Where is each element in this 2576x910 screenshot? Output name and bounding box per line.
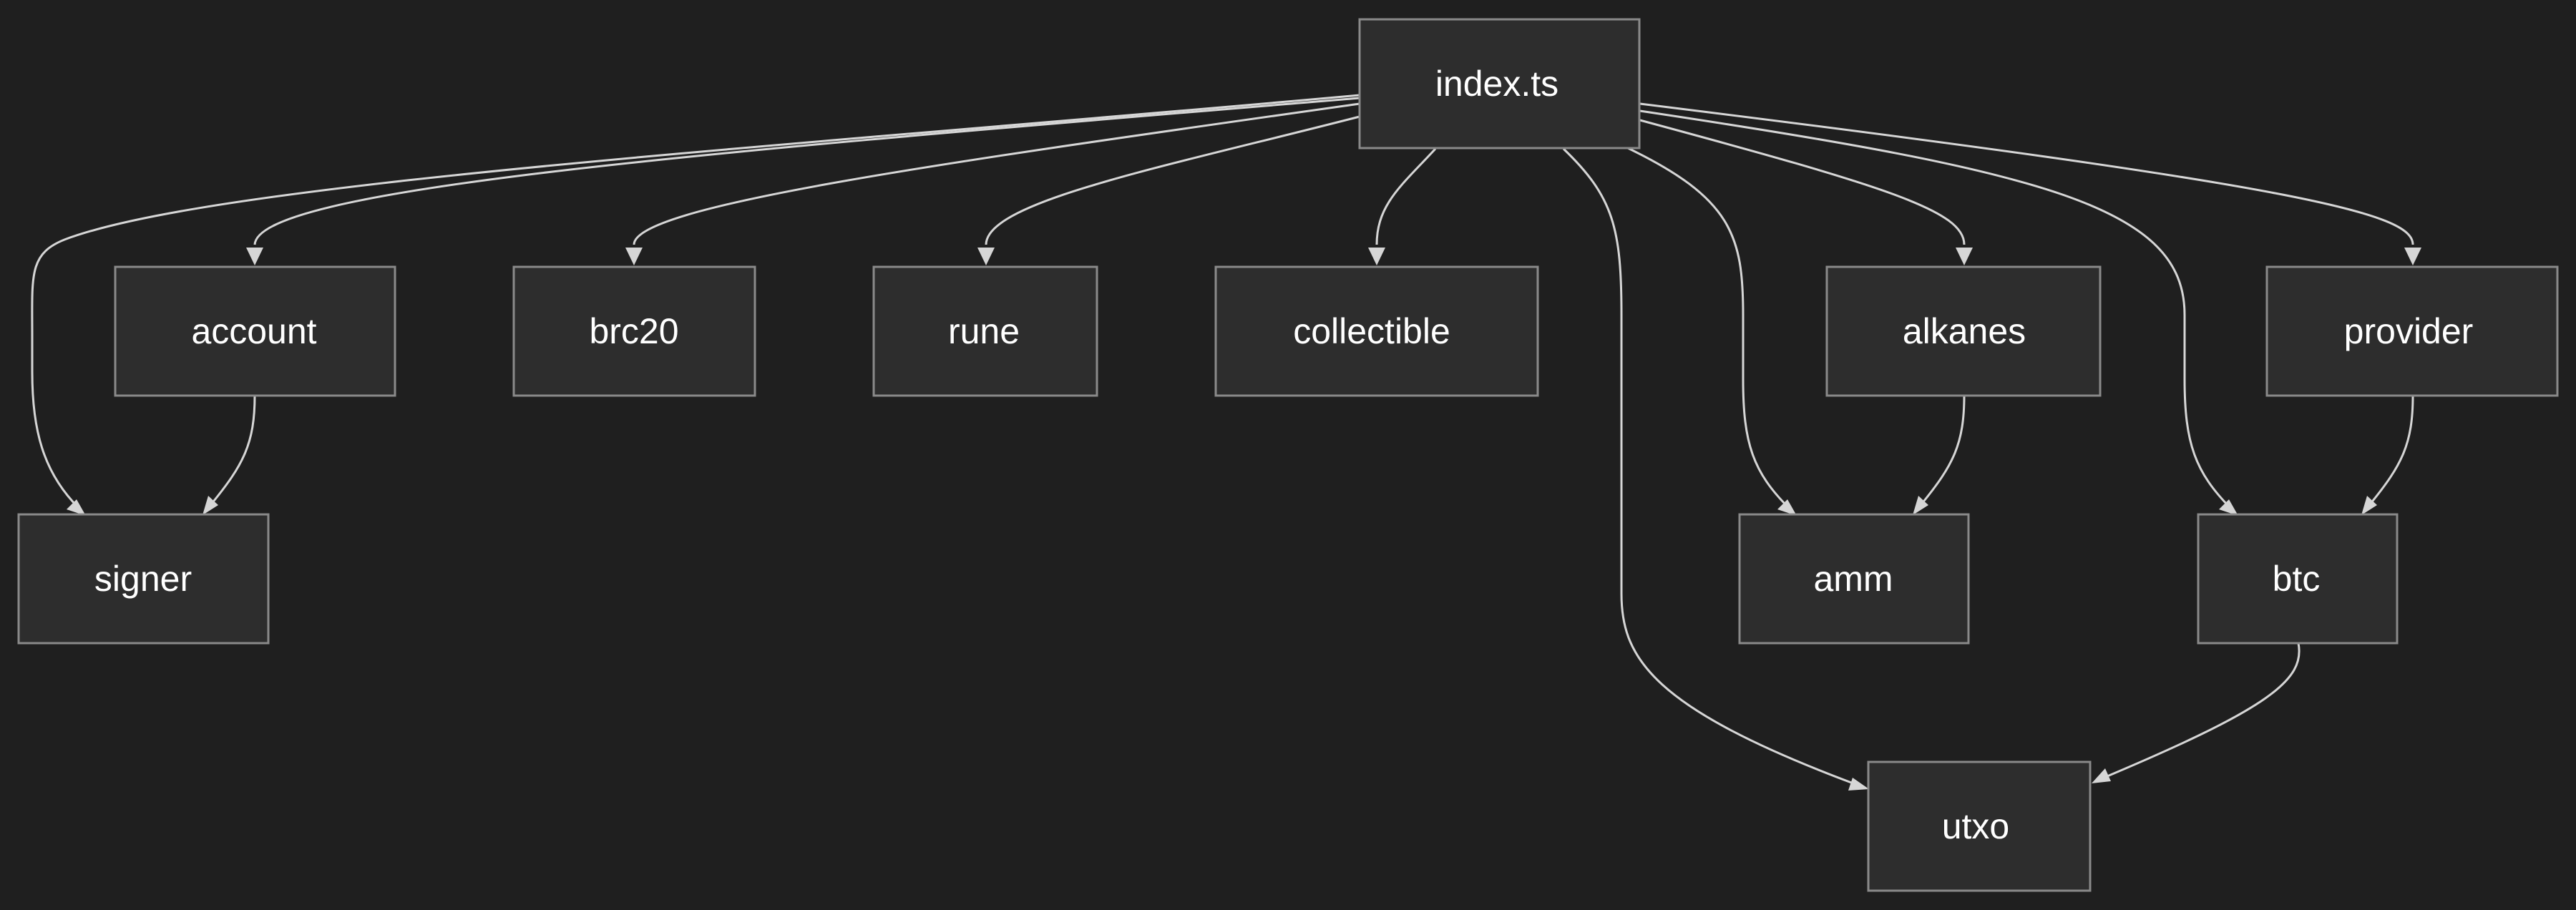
arrowhead-brc20-from-index [625,248,643,265]
node-label-account: account [191,311,316,351]
arrowhead-btc-from-index [2219,499,2238,516]
node-label-brc20: brc20 [589,311,678,351]
node-collectible[interactable]: collectible [1214,265,1539,397]
node-label-utxo: utxo [1942,806,2010,846]
node-utxo[interactable]: utxo [1867,760,2092,892]
edge-index-to-alkanes [1639,119,1966,245]
edge-index-to-rune [985,115,1360,245]
arrowhead-provider-from-index [2404,248,2421,265]
node-signer[interactable]: signer [17,513,270,645]
node-account[interactable]: account [114,265,396,397]
node-brc20[interactable]: brc20 [512,265,756,397]
arrowhead-btc-from-provider [2361,496,2377,515]
arrowhead-amm-from-index [1777,499,1797,516]
nodes: index.ts account brc20 rune collectible … [17,18,2559,892]
arrowhead-utxo-from-btc [2092,768,2111,783]
arrowhead-amm-from-alkanes [1913,496,1928,515]
edge-account-to-signer [210,395,256,505]
edge-index-to-account [253,97,1360,245]
node-btc[interactable]: btc [2197,513,2399,645]
arrowhead-signer-from-index [67,499,86,516]
node-label-provider: provider [2344,311,2474,351]
node-label-rune: rune [948,311,1020,351]
arrowhead-rune-from-index [977,248,995,265]
node-provider[interactable]: provider [2265,265,2559,397]
edge-index-to-collectible [1375,147,1437,245]
node-label-signer: signer [94,559,192,599]
edge-index-to-utxo [1562,147,1854,785]
node-index[interactable]: index.ts [1358,18,1641,150]
edge-index-to-amm [1627,147,1790,509]
arrowhead-collectible-from-index [1368,248,1385,265]
arrowhead-alkanes-from-index [1956,248,1973,265]
arrowhead-account-from-index [246,248,263,265]
arrowhead-signer-from-account [203,496,218,515]
edges [31,94,2421,791]
node-label-index: index.ts [1435,64,1558,104]
edge-index-to-signer [31,94,1360,509]
node-amm[interactable]: amm [1738,513,1970,645]
edge-index-to-btc [1639,109,2232,509]
node-label-alkanes: alkanes [1903,311,2026,351]
edge-provider-to-btc [2368,395,2414,505]
edge-alkanes-to-amm [1920,395,1966,505]
node-rune[interactable]: rune [872,265,1098,397]
node-label-btc: btc [2273,559,2321,599]
node-alkanes[interactable]: alkanes [1825,265,2102,397]
arrowhead-utxo-from-index [1848,778,1869,791]
edge-index-to-brc20 [633,102,1360,245]
node-label-amm: amm [1813,559,1893,599]
edge-btc-to-utxo [2107,642,2301,778]
node-label-collectible: collectible [1293,311,1450,351]
edge-index-to-provider [1639,102,2414,245]
